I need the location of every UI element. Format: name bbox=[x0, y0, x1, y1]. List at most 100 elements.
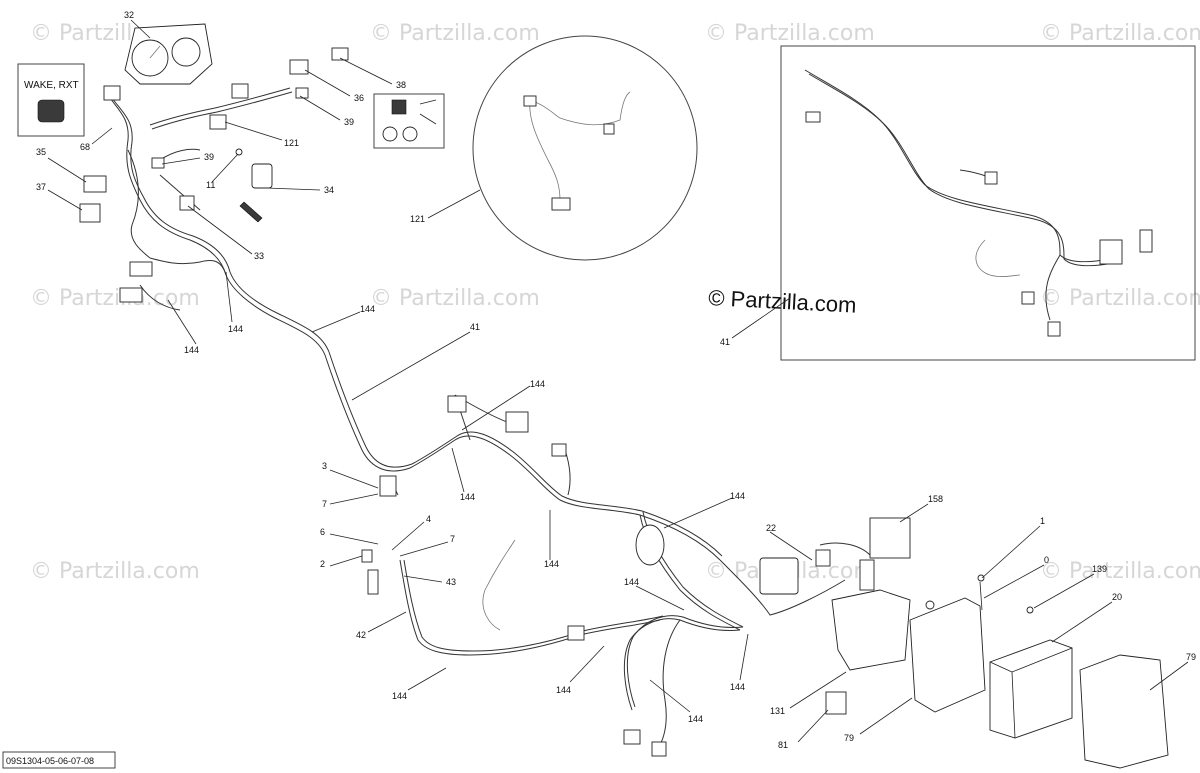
watermark: © Partzilla.com bbox=[705, 21, 875, 46]
connector bbox=[567, 625, 585, 641]
connector bbox=[295, 87, 309, 99]
callout-144: 144 bbox=[392, 691, 407, 701]
watermark: © Partzilla.com bbox=[30, 559, 200, 584]
callout-41: 41 bbox=[720, 337, 730, 347]
connector bbox=[505, 411, 529, 433]
callout-43: 43 bbox=[446, 577, 456, 587]
callout-121: 121 bbox=[284, 138, 299, 148]
battery bbox=[989, 639, 1073, 739]
callout-68: 68 bbox=[80, 142, 90, 152]
callout-81: 81 bbox=[778, 740, 788, 750]
connector bbox=[209, 114, 227, 130]
connector bbox=[379, 475, 397, 497]
callout-0: 0 bbox=[1044, 555, 1049, 565]
connector bbox=[119, 287, 143, 303]
callout-144: 144 bbox=[228, 324, 243, 334]
relay-part bbox=[251, 163, 273, 189]
callout-6: 6 bbox=[320, 527, 325, 537]
callout-139: 139 bbox=[1092, 564, 1107, 574]
callout-3: 3 bbox=[322, 461, 327, 471]
callout-7: 7 bbox=[450, 534, 455, 544]
detail-circle bbox=[472, 35, 698, 261]
callout-144: 144 bbox=[688, 714, 703, 724]
callout-39: 39 bbox=[344, 117, 354, 127]
watermark: © Partzilla.com bbox=[1040, 21, 1200, 46]
callout-35: 35 bbox=[36, 147, 46, 157]
gauge-cluster bbox=[124, 23, 213, 85]
connector bbox=[289, 59, 309, 75]
connector bbox=[859, 559, 875, 591]
connector bbox=[651, 741, 667, 757]
callout-33: 33 bbox=[254, 251, 264, 261]
connector bbox=[447, 395, 467, 413]
callout-41: 41 bbox=[470, 322, 480, 332]
watermark: © Partzilla.com bbox=[1040, 559, 1200, 584]
connector bbox=[825, 691, 847, 715]
callouts: 32 38 36 39 121 68 35 39 37 11 34 33 121… bbox=[36, 10, 1196, 750]
watermark: © Partzilla.com bbox=[370, 21, 540, 46]
watermark: © Partzilla.com bbox=[370, 286, 540, 311]
connector bbox=[331, 47, 349, 61]
callout-79: 79 bbox=[844, 733, 854, 743]
callout-22: 22 bbox=[766, 523, 776, 533]
connector bbox=[179, 195, 195, 211]
inset-box: © Partzilla.com bbox=[708, 45, 1196, 361]
callout-144: 144 bbox=[556, 685, 571, 695]
watermark: © Partzilla.com bbox=[30, 286, 200, 311]
callout-79: 79 bbox=[1186, 652, 1196, 662]
battery-bracket bbox=[909, 597, 986, 713]
callout-34: 34 bbox=[324, 185, 334, 195]
callout-144: 144 bbox=[530, 379, 545, 389]
fuse-strip bbox=[239, 201, 263, 223]
battery-cover bbox=[1079, 654, 1169, 769]
brand-watermark: © Partzilla.com bbox=[708, 285, 857, 318]
main-connectors bbox=[361, 395, 911, 757]
connector bbox=[551, 443, 567, 457]
callout-20: 20 bbox=[1112, 592, 1122, 602]
watermarks: © Partzilla.com © Partzilla.com © Partzi… bbox=[30, 21, 1200, 584]
callout-2: 2 bbox=[320, 559, 325, 569]
callout-39: 39 bbox=[204, 152, 214, 162]
small-parts-box bbox=[373, 93, 445, 149]
connector bbox=[623, 729, 641, 745]
model-variant-box: WAKE, RXT bbox=[17, 63, 85, 137]
callout-144: 144 bbox=[730, 491, 745, 501]
upper-harness bbox=[107, 87, 413, 472]
connector bbox=[361, 549, 373, 563]
callout-121: 121 bbox=[410, 214, 425, 224]
callout-144: 144 bbox=[360, 304, 375, 314]
callout-131: 131 bbox=[770, 706, 785, 716]
leader-lines bbox=[47, 19, 1189, 743]
grommet bbox=[635, 524, 665, 566]
watermark: © Partzilla.com bbox=[1040, 286, 1200, 311]
callout-4: 4 bbox=[426, 514, 431, 524]
callout-144: 144 bbox=[624, 577, 639, 587]
callout-144: 144 bbox=[184, 345, 199, 355]
clip-part bbox=[235, 148, 243, 156]
callout-42: 42 bbox=[356, 630, 366, 640]
callout-158: 158 bbox=[928, 494, 943, 504]
upper-connectors bbox=[79, 47, 349, 303]
drawing-id: 09S1304-05-06-07-08 bbox=[6, 756, 94, 766]
connector bbox=[79, 203, 101, 223]
callout-144: 144 bbox=[730, 682, 745, 692]
callout-11: 11 bbox=[206, 180, 215, 190]
connector bbox=[231, 83, 249, 99]
mount-bracket bbox=[831, 589, 911, 671]
callout-37: 37 bbox=[36, 182, 46, 192]
control-module bbox=[869, 517, 911, 559]
connector bbox=[129, 261, 153, 277]
connector bbox=[151, 157, 165, 169]
drawing-id-box: 09S1304-05-06-07-08 bbox=[2, 751, 116, 769]
callout-38: 38 bbox=[396, 80, 406, 90]
callout-32: 32 bbox=[124, 10, 134, 20]
callout-36: 36 bbox=[354, 93, 364, 103]
sensor-part bbox=[367, 569, 379, 595]
connector bbox=[815, 549, 831, 567]
callout-144: 144 bbox=[460, 492, 475, 502]
connector bbox=[103, 85, 121, 101]
fuse-box bbox=[759, 557, 799, 595]
model-variant-label: WAKE, RXT bbox=[24, 80, 79, 91]
